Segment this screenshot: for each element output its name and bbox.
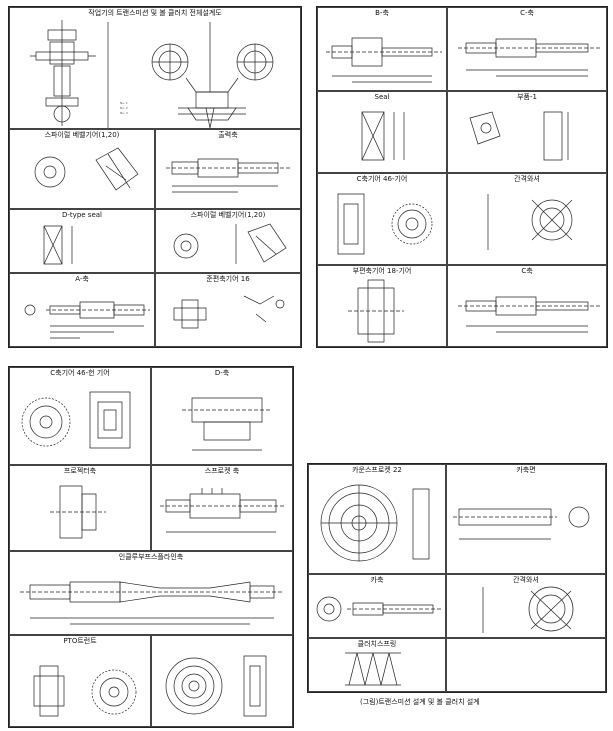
panel-title: 클러치스프링 [357,640,397,648]
seal-drawing [10,210,155,273]
shaft-drawing [318,8,447,91]
gear-drawing [318,174,447,265]
panel-spacer-washer: 간격와셔 [447,173,607,265]
assembly-drawing: No. 1No. 2No. 3 [10,8,301,129]
panel-title: 프로젝터축 [63,467,97,475]
shaft-drawing [10,466,151,551]
panel-title: Seal [374,93,390,101]
svg-text:No. 2: No. 2 [120,106,128,110]
spring-drawing [309,639,446,692]
panel-title: C-축 [520,9,534,17]
panel-title: C축 [521,267,533,275]
panel-d-type-seal: D-type seal [9,209,155,273]
gear-drawing [10,368,151,465]
shaft-drawing [10,274,155,347]
panel-title: 간격와셔 [513,576,539,584]
panel-title: 인클루부프스플라인축 [118,553,184,561]
shaft-drawing [152,466,293,551]
panel-title: 출력축 [218,131,238,139]
gear-drawing [318,266,447,347]
panel-title: 카축 [370,576,384,584]
panel-b-shaft: B-축 [317,7,447,91]
panel-empty [446,638,606,692]
panel-title: 부품-1 [517,93,537,101]
panel-clutch-spring: 클러치스프링 [308,638,446,692]
panel-spacer-washer-2: 간격와셔 [446,574,606,638]
panel-semi-shaft-gear-18: 부편축기어 18-기어 [317,265,447,347]
panel-title: D-type seal [62,211,102,219]
panel-projector-shaft: 프로젝터축 [9,465,151,551]
shaft-drawing [448,266,607,347]
washer-drawing [448,174,607,265]
sprocket-drawing [152,636,293,727]
panel-title: C축기어 46-기어 [356,175,408,183]
shaft-drawing [309,575,446,638]
panel-title: 스파이럴 베벨기어(1,20) [44,131,120,139]
drawing-sheet-2: B-축 C-축 Seal 부품-1 C축기어 46-기어 [316,6,608,348]
shaft-drawing [447,465,606,574]
panel-part-1: 부품-1 [447,91,607,173]
panel-seal: Seal [317,91,447,173]
panel-title: PTO트런트 [63,637,97,645]
sprocket-drawing [309,465,446,574]
panel-title: 스프로켓 축 [204,467,240,475]
panel-c-shaft-gear: C축기어 46-기어 [317,173,447,265]
panel-title: 카운스프로켓 22 [352,466,402,474]
panel-title: 카축면 [516,466,536,474]
panel-title: B-축 [375,9,389,17]
svg-text:No. 3: No. 3 [120,111,128,115]
panel-title: C축기어 46-헌 기어 [50,369,110,377]
panel-sub-shaft-face: 카축면 [446,464,606,574]
shaft-drawing [156,130,301,209]
panel-output-shaft: 출력축 [155,129,301,209]
panel-spiral-bevel-gear-1: 스파이럴 베벨기어(1,20) [9,129,155,209]
gear-drawing [10,130,155,209]
pto-drawing [10,636,151,727]
seal-drawing [318,92,447,173]
svg-text:No. 1: No. 1 [120,101,128,105]
panel-sub-shaft: 카축 [308,574,446,638]
shaft-drawing [10,552,293,635]
panel-spline-shaft: 인클루부프스플라인축 [9,551,293,635]
gear-drawing [156,210,301,273]
panel-c-shaft-2: C축 [447,265,607,347]
panel-title: 부편축기어 18-기어 [352,267,412,275]
part-drawing [448,92,607,173]
panel-title: 스파이럴 베벨기어(1,20) [190,211,266,219]
panel-a-shaft: A-축 [9,273,155,347]
gear-drawing [156,274,301,347]
panel-sprocket [151,635,293,727]
shaft-drawing [152,368,293,465]
panel-pto-front: PTO트런트 [9,635,151,727]
washer-drawing [447,575,606,638]
panel-spiral-bevel-gear-2: 스파이럴 베벨기어(1,20) [155,209,301,273]
panel-counter-sprocket-22: 카운스프로켓 22 [308,464,446,574]
panel-title: A-축 [75,275,89,283]
panel-d-shaft: D-축 [151,367,293,465]
drawing-sheet-3: C축기어 46-헌 기어 D-축 프로젝터축 스프로켓 축 인클루부프스플라인축 [8,366,294,728]
panel-title: 준편축기어 16 [206,275,250,283]
panel-semi-shaft-gear: 준편축기어 16 [155,273,301,347]
shaft-drawing [448,8,607,91]
figure-caption: (그림)트랜스미션 설계 및 볼 클러치 설계 [360,698,480,706]
panel-c-shaft-gear-46: C축기어 46-헌 기어 [9,367,151,465]
sheet1-title: 작업기의 트랜스미션 및 볼 클러치 전체설계도 [88,9,222,17]
panel-c-shaft: C-축 [447,7,607,91]
drawing-sheet-4: 카운스프로켓 22 카축면 카축 간격와셔 클러치스프링 [307,463,607,693]
panel-sprocket-shaft: 스프로켓 축 [151,465,293,551]
panel-title: D-축 [214,369,230,377]
panel-title: 간격와셔 [514,175,540,183]
